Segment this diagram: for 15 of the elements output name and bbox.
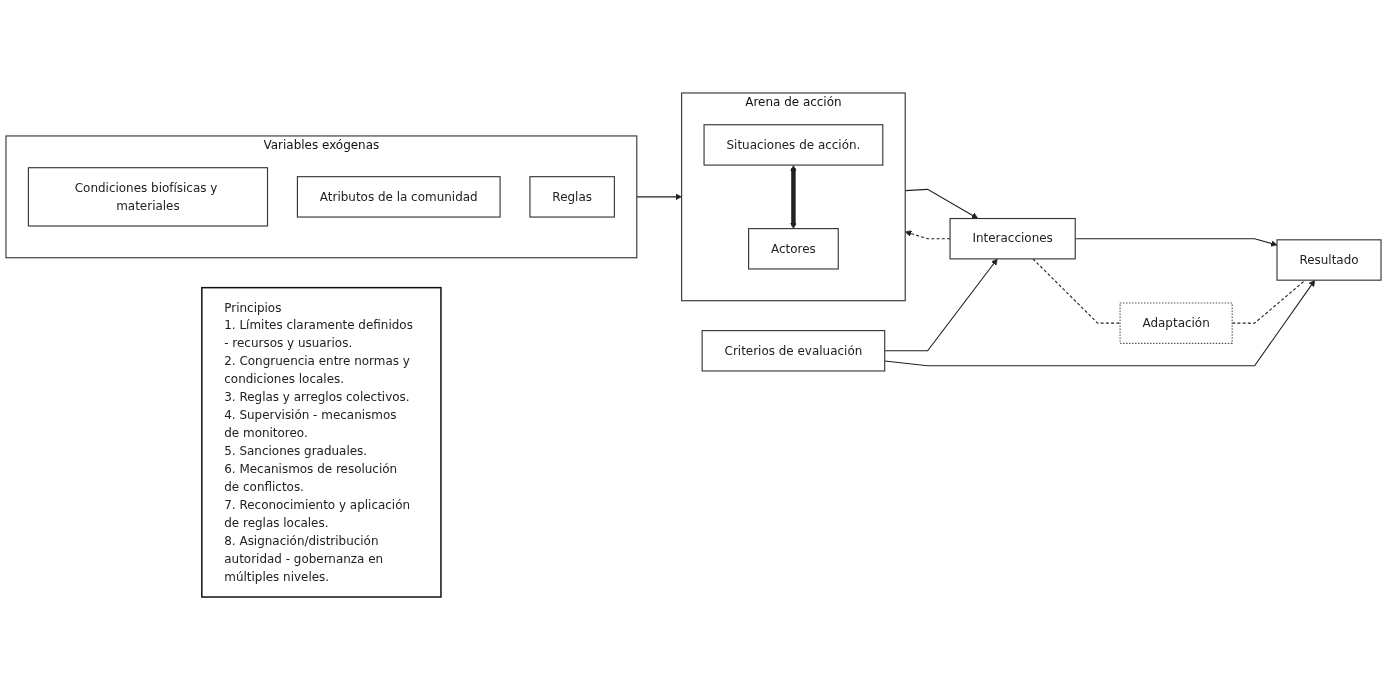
node-box: Reglas xyxy=(529,176,615,218)
arrow xyxy=(636,193,682,201)
node-box: Criterios de evaluación xyxy=(701,330,886,372)
node-box: Principios 1. Límites claramente definidos - recursos y usuarios. 2. Congruencia entre normas y condiciones locales. 3. Reglas y arreglos colectivos. 4. Supervisión - mecanismos de monitoreo. 5. Sanciones graduales. 6. Mecanismos de resolución de conflictos. 7. Reconocimiento y aplicación de reglas locales. 8. Asignación/distribución autoridad - gobernanza en múltiples niveles. xyxy=(201,286,442,598)
node-box: Adaptación xyxy=(1119,302,1233,344)
node-box: Actores xyxy=(748,228,839,270)
node-box: Situaciones de acción. xyxy=(703,124,884,166)
node-box: Interacciones xyxy=(949,217,1076,260)
arrow xyxy=(884,279,1316,367)
node-box: Atributos de la comunidad xyxy=(296,176,501,218)
node-box: Condiciones biofísicas y materiales xyxy=(27,167,269,227)
arrow xyxy=(884,258,998,352)
connector xyxy=(1032,258,1121,324)
node-box: Resultado xyxy=(1276,239,1382,281)
arrow xyxy=(790,165,797,229)
